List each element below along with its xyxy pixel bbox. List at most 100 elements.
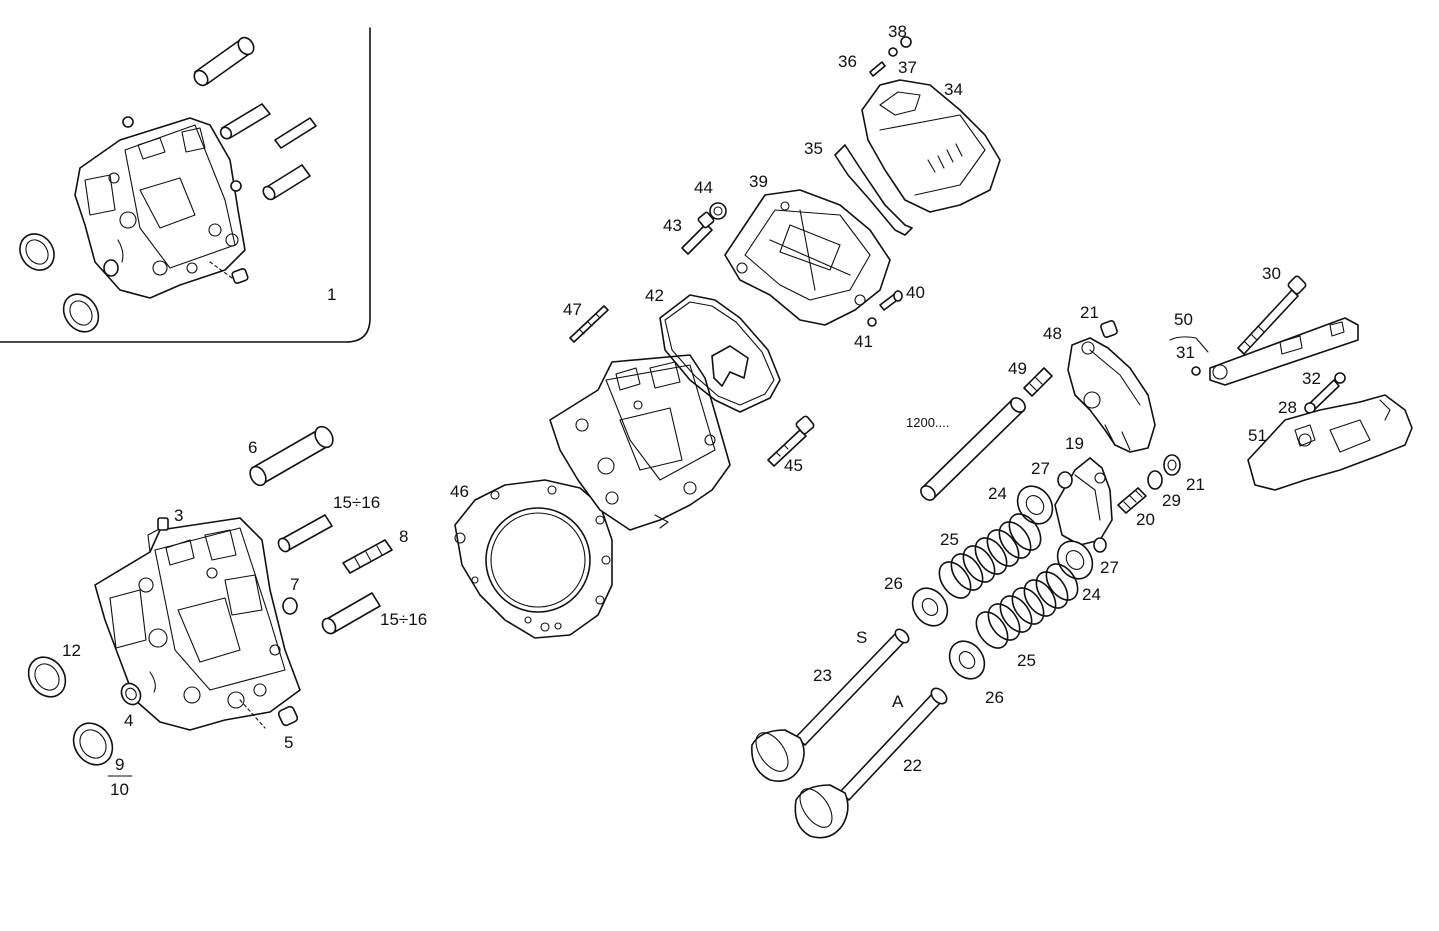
washer-37 xyxy=(888,47,898,57)
plug-7 xyxy=(282,597,298,615)
inset-complete-head: 1 xyxy=(0,27,371,343)
inset-valve-guide xyxy=(219,103,271,140)
stud-47 xyxy=(569,305,609,343)
label-25-top: 25 xyxy=(940,530,959,549)
rocker-support-51 xyxy=(1247,394,1413,491)
label-7: 7 xyxy=(290,575,299,594)
valve-spring-25-bottom xyxy=(975,563,1079,649)
exhaust-valve-23 xyxy=(751,628,910,782)
inset-seal-ring xyxy=(103,259,119,277)
label-15-16-a: 15÷16 xyxy=(333,493,380,512)
bridge-19 xyxy=(1054,457,1113,546)
spacer-44 xyxy=(709,202,727,220)
label-45: 45 xyxy=(784,456,803,475)
rocker-housing-39 xyxy=(724,189,891,326)
adjusting-screw-20 xyxy=(1117,487,1147,514)
inset-valve-guide xyxy=(193,36,255,87)
label-40: 40 xyxy=(906,283,925,302)
label-41: 41 xyxy=(854,332,873,351)
label-S: S xyxy=(856,628,867,647)
label-48: 48 xyxy=(1043,324,1062,343)
label-38: 38 xyxy=(888,22,907,41)
label-20: 20 xyxy=(1136,510,1155,529)
label-5: 5 xyxy=(284,733,293,752)
label-24-bottom: 24 xyxy=(1082,585,1101,604)
label-6: 6 xyxy=(248,438,257,457)
label-27-top: 27 xyxy=(1031,459,1050,478)
valve-cotter-27-top xyxy=(1057,471,1073,489)
label-26-bottom: 26 xyxy=(985,688,1004,707)
valve-seat-9 xyxy=(72,722,114,766)
label-15-16-b: 15÷16 xyxy=(380,610,427,629)
label-44: 44 xyxy=(694,178,713,197)
label-A: A xyxy=(892,692,904,711)
label-10: 10 xyxy=(110,780,129,799)
screw-36 xyxy=(869,61,886,77)
label-30: 30 xyxy=(1262,264,1281,283)
cylinder-head xyxy=(94,517,301,731)
nut-5 xyxy=(239,699,299,729)
valve-spring-25-top xyxy=(938,513,1042,599)
washer-31 xyxy=(1191,366,1201,376)
valve-cover-34 xyxy=(861,79,1001,213)
label-34: 34 xyxy=(944,80,963,99)
label-26-top: 26 xyxy=(884,574,903,593)
rocker-arm-48 xyxy=(1067,337,1156,453)
label-19: 19 xyxy=(1065,434,1084,453)
nut-21-right xyxy=(1163,454,1181,476)
label-36: 36 xyxy=(838,52,857,71)
bolt-45 xyxy=(767,415,815,467)
pushrod-1200 xyxy=(920,397,1026,501)
spring-seat-26-bottom xyxy=(948,640,986,680)
cylinder-head-middle xyxy=(549,354,731,531)
label-1200: 1200.... xyxy=(906,415,949,430)
adjuster-49 xyxy=(1023,367,1053,397)
label-37: 37 xyxy=(898,58,917,77)
label-31: 31 xyxy=(1176,343,1195,362)
seal-ring-4 xyxy=(120,682,142,706)
label-46: 46 xyxy=(450,482,469,501)
valve-cotter-27-bottom xyxy=(1093,537,1107,553)
stud-3 xyxy=(157,517,169,531)
nut-29 xyxy=(1147,470,1163,490)
label-21-top: 21 xyxy=(1080,303,1099,322)
valve-guide-16 xyxy=(321,592,381,635)
spring-retainer-24-bottom xyxy=(1056,540,1094,580)
label-29: 29 xyxy=(1162,491,1181,510)
label-49: 49 xyxy=(1008,359,1027,378)
valve-guide-15 xyxy=(277,514,333,553)
valve-guide-8 xyxy=(342,539,393,574)
valve-seat-12 xyxy=(27,656,67,698)
label-9: 9 xyxy=(115,755,124,774)
label-42: 42 xyxy=(645,286,664,305)
label-51: 51 xyxy=(1248,426,1267,445)
label-3: 3 xyxy=(174,506,183,525)
label-4: 4 xyxy=(124,711,133,730)
bolt-40 xyxy=(879,290,903,311)
label-39: 39 xyxy=(749,172,768,191)
intake-valve-22 xyxy=(794,687,948,839)
label-35: 35 xyxy=(804,139,823,158)
leader-50-31 xyxy=(1169,336,1209,353)
head-gasket-46 xyxy=(454,479,613,639)
label-22: 22 xyxy=(903,756,922,775)
label-1: 1 xyxy=(327,285,336,304)
inset-seat-ring xyxy=(19,233,55,271)
spring-seat-26-top xyxy=(911,587,949,627)
washer-41 xyxy=(867,317,877,327)
inset-cylinder-head xyxy=(74,116,246,299)
label-27-bottom: 27 xyxy=(1100,558,1119,577)
bolt-30 xyxy=(1237,275,1307,355)
label-47: 47 xyxy=(563,300,582,319)
label-32: 32 xyxy=(1302,369,1321,388)
nut-38 xyxy=(900,36,912,48)
gasket-35 xyxy=(834,144,913,236)
gasket-42 xyxy=(659,294,781,413)
inset-seat-ring xyxy=(62,293,100,333)
label-50: 50 xyxy=(1174,310,1193,329)
label-43: 43 xyxy=(663,216,682,235)
valve-guide-6 xyxy=(249,425,334,487)
nut-21-top xyxy=(1100,320,1118,338)
label-12: 12 xyxy=(62,641,81,660)
